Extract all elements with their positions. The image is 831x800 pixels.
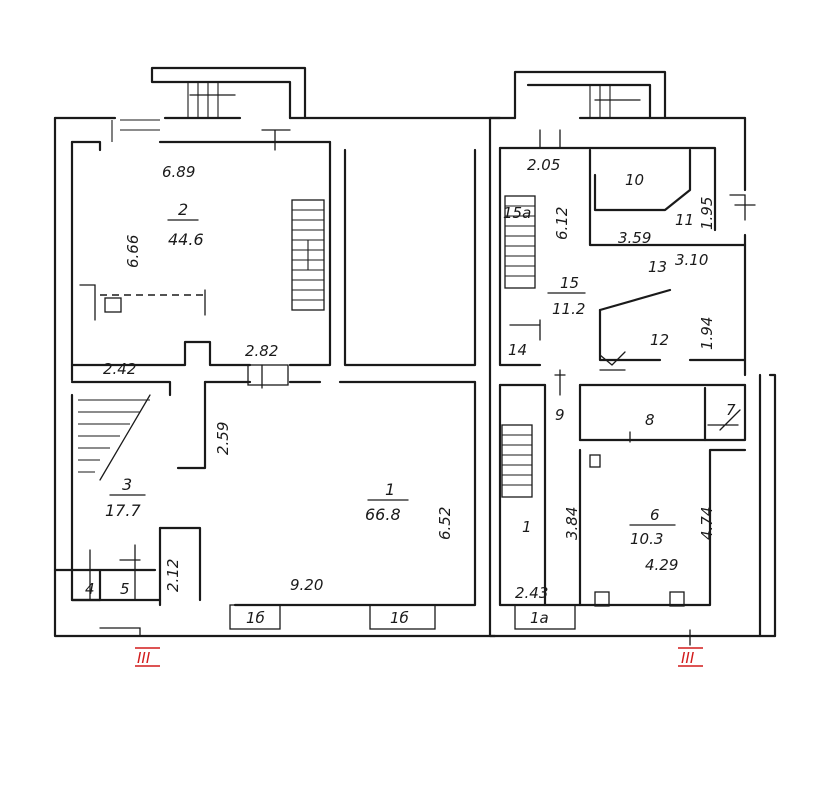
dim-6-52: 6.52: [436, 507, 454, 540]
dim-2-59: 2.59: [214, 422, 232, 455]
dim-2-12: 2.12: [164, 559, 182, 592]
dim-6-12: 6.12: [553, 207, 571, 240]
window-marks: 1б 1б 1а: [246, 609, 549, 627]
room-15-number: 15: [560, 274, 579, 292]
window-mark-2: 1б: [390, 609, 409, 627]
dim-1-95: 1.95: [698, 197, 716, 230]
room-6-number: 6: [650, 506, 660, 524]
room-1-number: 1: [385, 480, 395, 499]
room-3-number: 3: [122, 475, 132, 494]
room-8-number: 8: [645, 411, 655, 429]
dimension-labels: 6.89 6.66 2.42 2.82 2.59 6.52 9.20 2.12 …: [103, 156, 716, 602]
dim-3-84: 3.84: [563, 507, 581, 540]
room-7-number: 7: [726, 401, 736, 419]
room-labels: 2 44.6 1 66.8 3 17.7 4 5 15 11.2 15a 10 …: [85, 171, 736, 598]
room-2-area: 44.6: [168, 230, 204, 249]
room-1b-number: 1: [522, 518, 532, 536]
walls: [53, 116, 777, 638]
room-5-number: 5: [120, 580, 130, 598]
room-14-number: 14: [508, 341, 527, 359]
room-4-number: 4: [85, 580, 95, 598]
dim-2-42: 2.42: [103, 360, 136, 378]
room-3-area: 17.7: [105, 501, 141, 520]
section-marks: III III: [135, 647, 703, 667]
section-mark-left: III: [137, 649, 151, 667]
room-11-number: 11: [675, 211, 694, 229]
dim-6-89: 6.89: [162, 163, 195, 181]
dim-2-05: 2.05: [527, 156, 560, 174]
dim-9-20: 9.20: [290, 576, 323, 594]
room-6-area: 10.3: [630, 530, 663, 548]
window-mark-3: 1а: [530, 609, 549, 627]
dim-3-59: 3.59: [618, 229, 651, 247]
room-13-number: 13: [648, 258, 667, 276]
dim-6-66: 6.66: [124, 235, 142, 268]
dim-4-74: 4.74: [698, 507, 716, 540]
porches: [150, 66, 667, 120]
window-mark-1: 1б: [246, 609, 265, 627]
room-1-area: 66.8: [365, 505, 401, 524]
details: [79, 129, 756, 646]
dim-1-94: 1.94: [698, 317, 716, 350]
room-2-number: 2: [178, 200, 188, 219]
dim-4-29: 4.29: [645, 556, 678, 574]
room-15a-number: 15a: [503, 204, 531, 222]
stairs: [78, 119, 536, 498]
room-9-number: 9: [555, 406, 565, 424]
room-15-area: 11.2: [552, 300, 585, 318]
dim-2-82: 2.82: [245, 342, 278, 360]
section-mark-right: III: [681, 649, 695, 667]
room-12-number: 12: [650, 331, 669, 349]
dim-2-43: 2.43: [515, 584, 548, 602]
room-10-number: 10: [625, 171, 644, 189]
dim-3-10: 3.10: [675, 251, 708, 269]
